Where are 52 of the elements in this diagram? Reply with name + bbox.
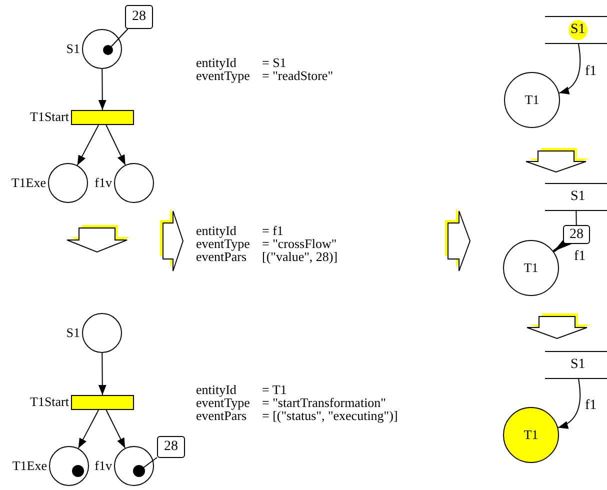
block-arrow	[526, 148, 589, 173]
arrow	[98, 352, 106, 396]
place-circle: T1	[503, 240, 559, 296]
field-value: = "startTransformation"	[262, 396, 387, 409]
field-name: eventType	[196, 69, 251, 82]
leader-line	[143, 457, 158, 468]
transition-label: T1Start	[30, 110, 69, 124]
place-label: f1v	[94, 176, 112, 190]
arrow	[106, 124, 126, 166]
value-callout: 28	[563, 225, 590, 244]
field-value: = [("status", "executing")]	[262, 409, 398, 422]
connector-line	[576, 210, 577, 226]
store-label: S1	[569, 188, 586, 206]
field-value: = "crossFlow"	[262, 237, 338, 250]
block-arrow	[526, 314, 590, 340]
field-name: eventType	[196, 237, 251, 250]
field-value: = "readStore"	[262, 69, 334, 82]
arrow	[558, 44, 581, 94]
place-circle: T1	[504, 72, 560, 128]
field-name: eventType	[196, 396, 251, 409]
field-value: [("value", 28)]	[262, 250, 338, 263]
highlighted-store-label: S1	[568, 20, 588, 40]
place-label: T1Exe	[12, 459, 47, 473]
token-dot	[72, 465, 84, 477]
data-store-band	[545, 351, 607, 379]
arrow	[76, 124, 100, 166]
field-name: eventPars	[196, 250, 247, 263]
arrow	[78, 410, 100, 449]
leader-line	[110, 28, 128, 47]
arrow	[106, 410, 126, 449]
data-store-band	[545, 16, 607, 44]
transition-label: T1Start	[30, 395, 69, 409]
field-value: = f1	[262, 224, 284, 237]
arrow	[98, 68, 106, 110]
value-callout: 28	[157, 436, 185, 458]
token-dot	[103, 45, 113, 55]
field-value: = T1	[262, 383, 288, 396]
field-value: = S1	[262, 56, 288, 69]
field-name: entityId	[196, 383, 238, 396]
place-label: T1Exe	[11, 176, 46, 190]
place-label: S1	[66, 42, 80, 56]
field-name: entityId	[196, 224, 238, 237]
field-name: entityId	[196, 56, 238, 69]
place-circle: T1	[503, 407, 559, 463]
store-label: S1	[569, 356, 586, 374]
value-callout: 28	[125, 5, 153, 29]
arrow	[558, 378, 581, 428]
place-label: f1v	[94, 459, 112, 473]
data-store-band	[545, 183, 607, 211]
token-dot	[133, 465, 145, 477]
place-label: S1	[66, 326, 80, 340]
field-name: eventPars	[196, 409, 247, 422]
